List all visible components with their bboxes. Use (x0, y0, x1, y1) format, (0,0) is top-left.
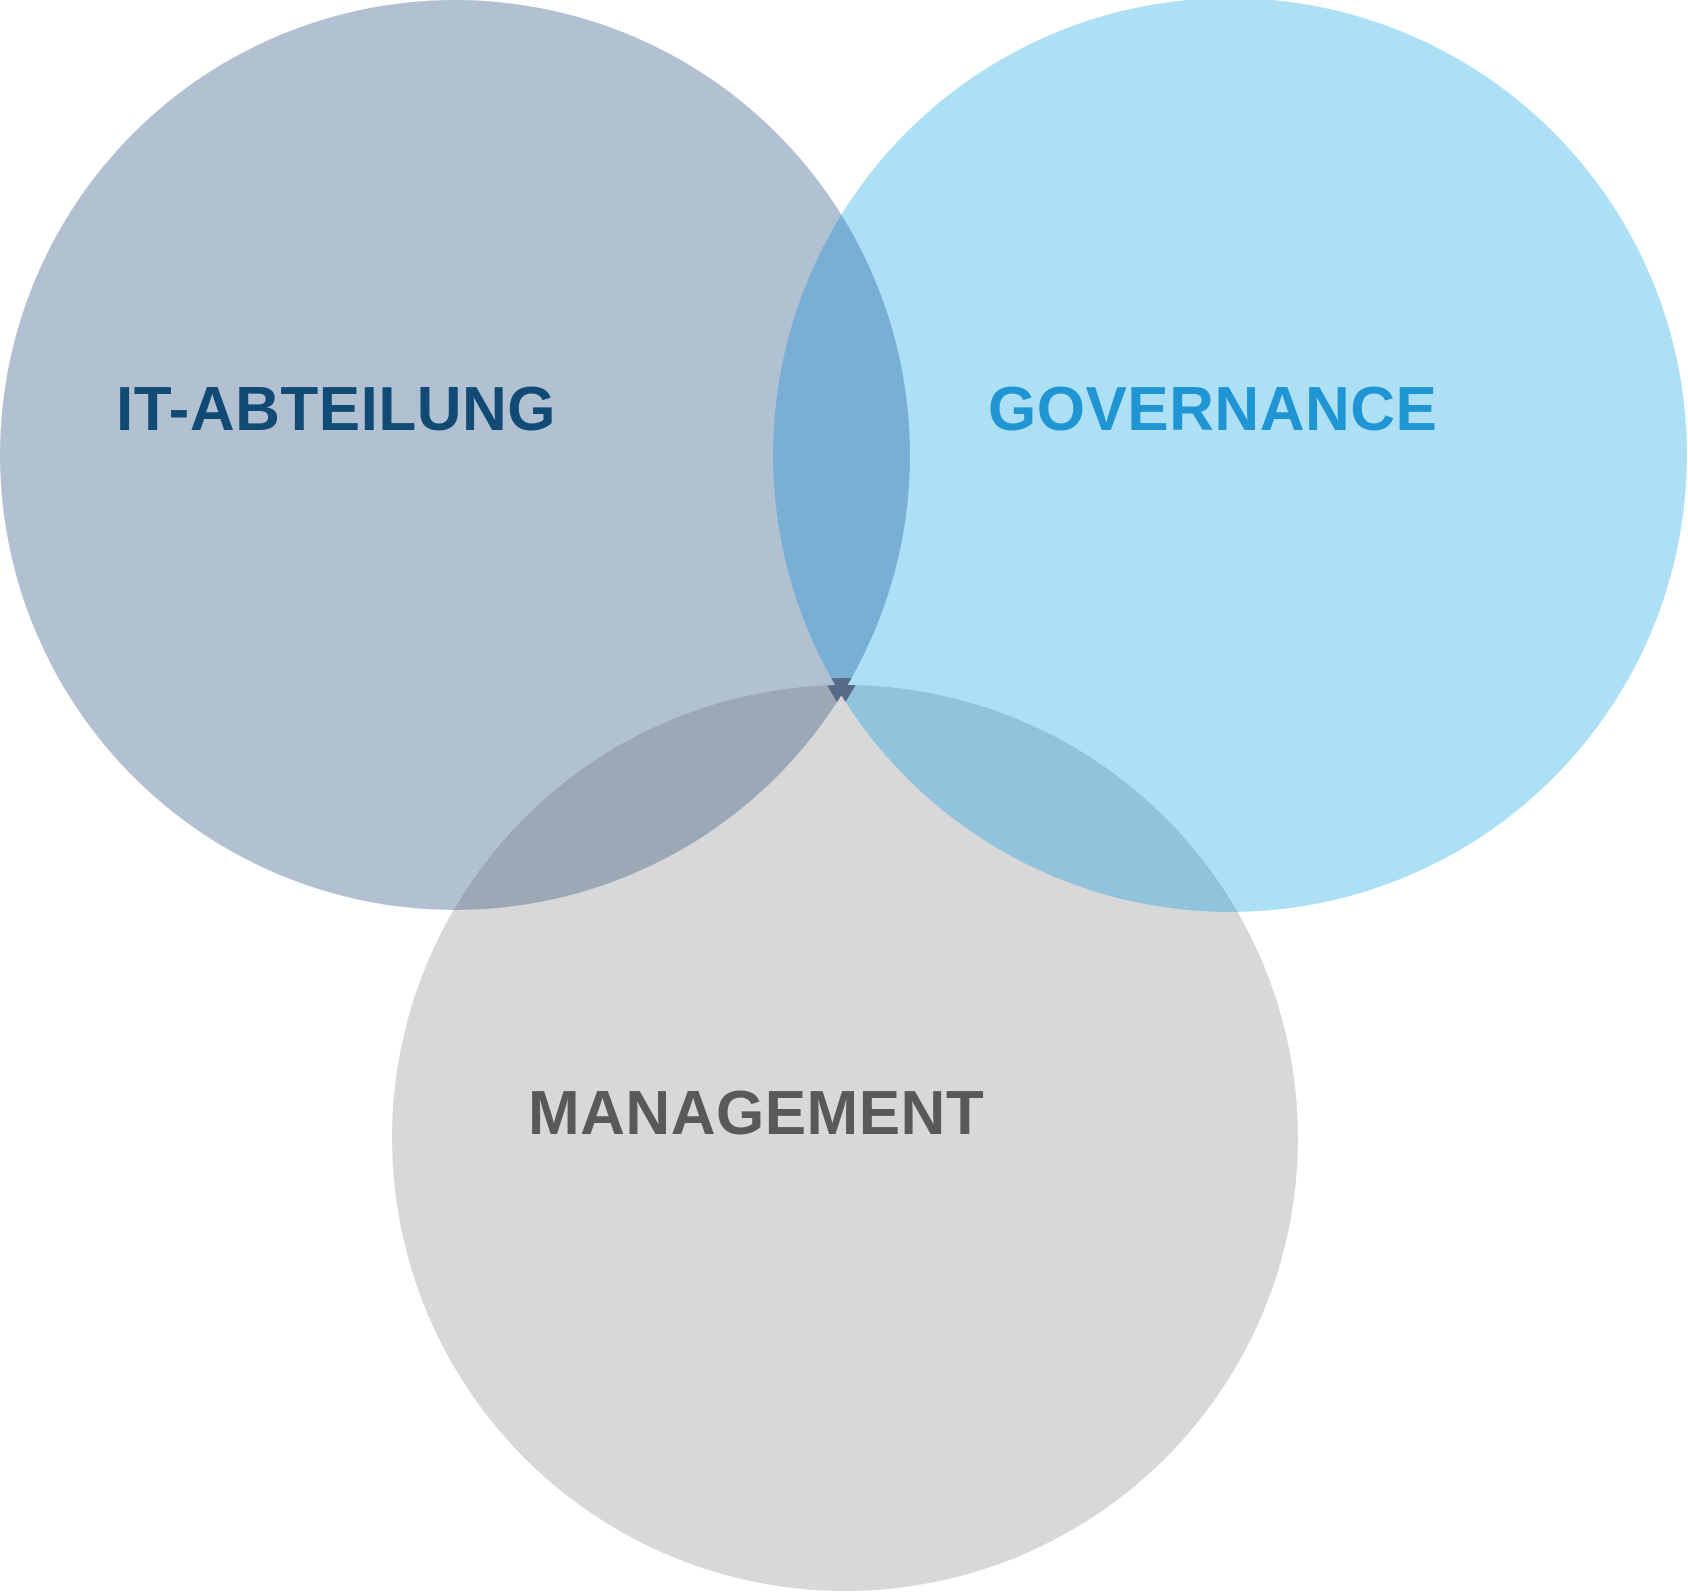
label-management: MANAGEMENT (528, 1079, 985, 1148)
circle-governance (773, 0, 1687, 912)
circle-management (392, 685, 1298, 1591)
label-governance: GOVERNANCE (988, 375, 1438, 444)
label-it-abteilung: IT-ABTEILUNG (116, 375, 556, 444)
circle-it-abteilung (0, 0, 910, 910)
